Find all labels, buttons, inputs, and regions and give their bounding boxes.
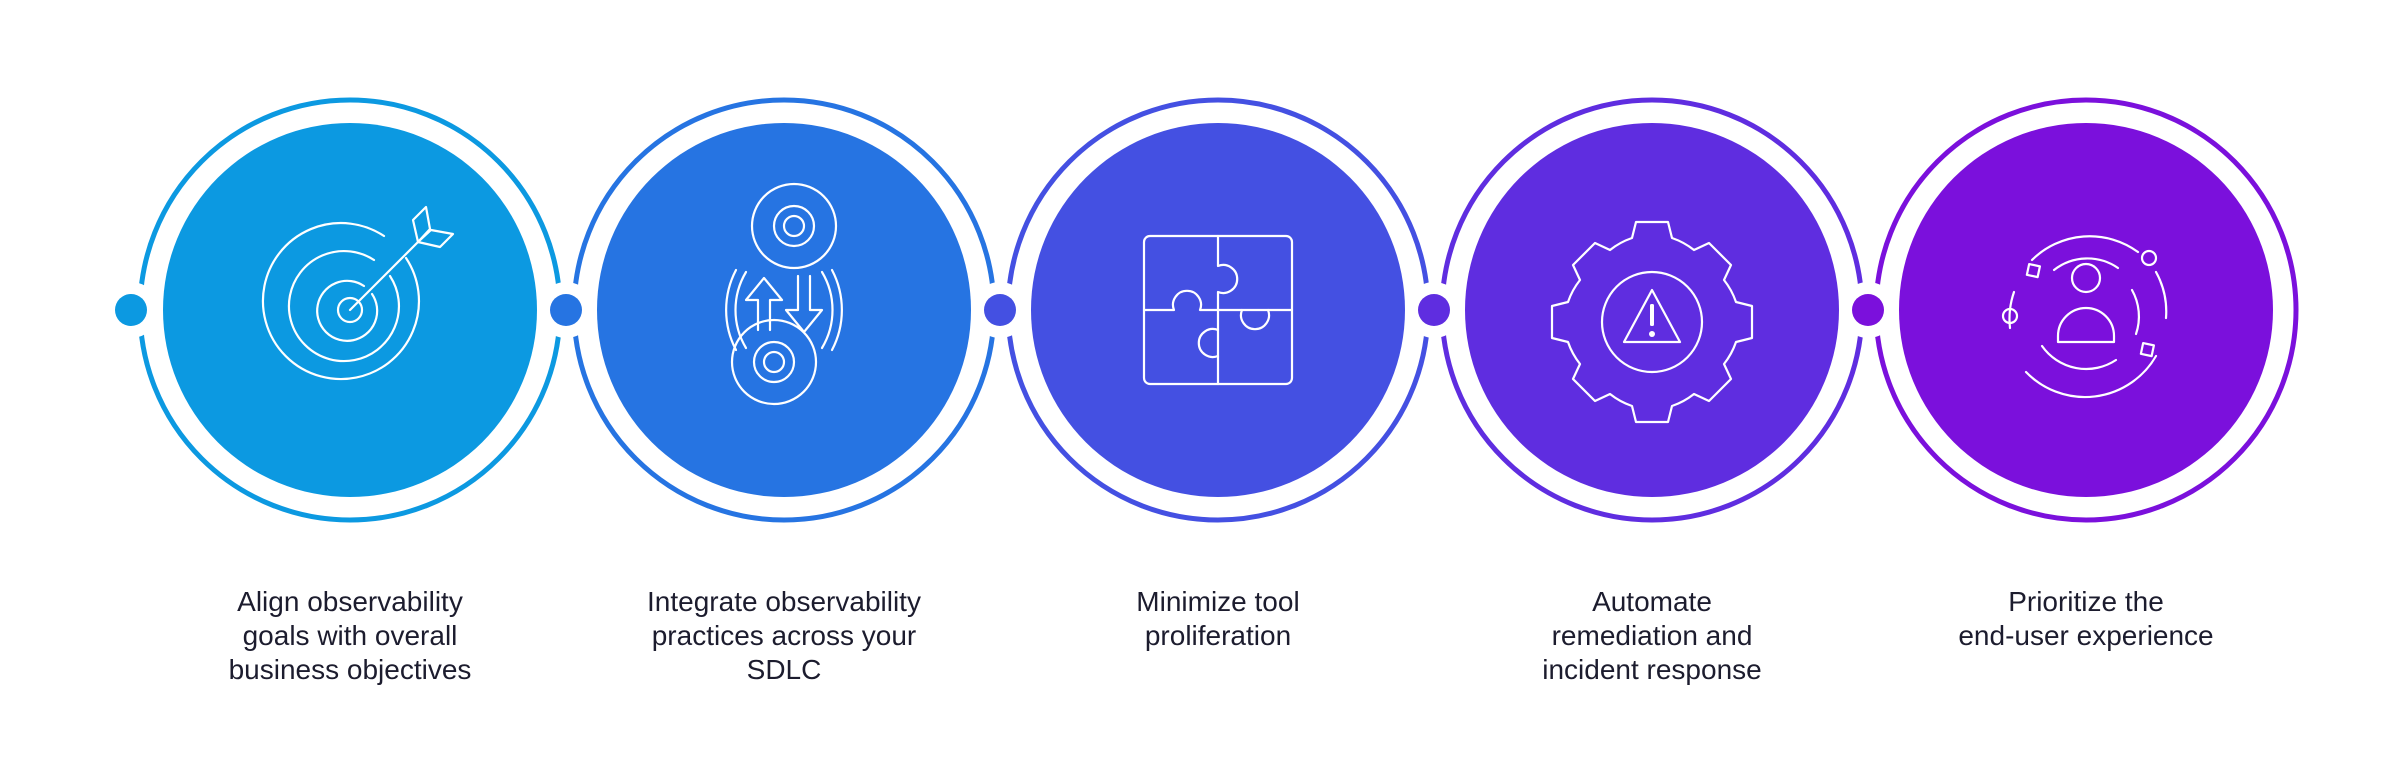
puzzle-icon [1142, 234, 1294, 386]
connector-5 [1840, 282, 1896, 338]
step-4-label-line: incident response [1542, 654, 1762, 685]
connector-2 [538, 282, 594, 338]
step-1-label-line: business objectives [228, 654, 472, 685]
connector-3 [972, 282, 1028, 338]
user-orbit-icon [2001, 235, 2168, 399]
step-1-label-line: goals with overall [242, 620, 458, 651]
connector-1 [103, 282, 159, 338]
step-1-label: Align observability goals with overall b… [130, 585, 570, 687]
connector-dot [1418, 294, 1450, 326]
connector-4 [1406, 282, 1462, 338]
step-5-label-line: end-user experience [1958, 620, 2214, 651]
step-2-label: Integrate observability practices across… [564, 585, 1004, 687]
step-1: Align observability goals with overall b… [130, 0, 570, 766]
connector-dot [984, 294, 1016, 326]
step-4-label-line: remediation and [1551, 620, 1753, 651]
connector-dot [1852, 294, 1884, 326]
gears-cycle-icon [725, 182, 843, 406]
step-1-label-line: Align observability [237, 586, 463, 617]
step-4-label-line: Automate [1592, 586, 1712, 617]
step-2-circle [571, 97, 997, 523]
alert-mark-icon [1649, 304, 1655, 337]
gear-alert-icon [1550, 220, 1754, 424]
step-4-label: Automate remediation and incident respon… [1432, 585, 1872, 687]
target-arrow-icon [261, 205, 455, 381]
step-2-label-line: practices across your [651, 620, 917, 651]
step-2-label-line: Integrate observability [647, 586, 921, 617]
step-2-label-line: SDLC [746, 654, 822, 685]
connector-dot [550, 294, 582, 326]
step-3-label-line: proliferation [1144, 620, 1292, 651]
step-2: Integrate observability practices across… [564, 0, 1004, 766]
step-5: Prioritize the end-user experience [1866, 0, 2306, 766]
step-3-label-line: Minimize tool [1136, 586, 1300, 617]
step-3-label: Minimize tool proliferation [998, 585, 1438, 653]
step-5-label: Prioritize the end-user experience [1866, 585, 2306, 653]
connector-dot [115, 294, 147, 326]
step-5-label-line: Prioritize the [2008, 586, 2164, 617]
